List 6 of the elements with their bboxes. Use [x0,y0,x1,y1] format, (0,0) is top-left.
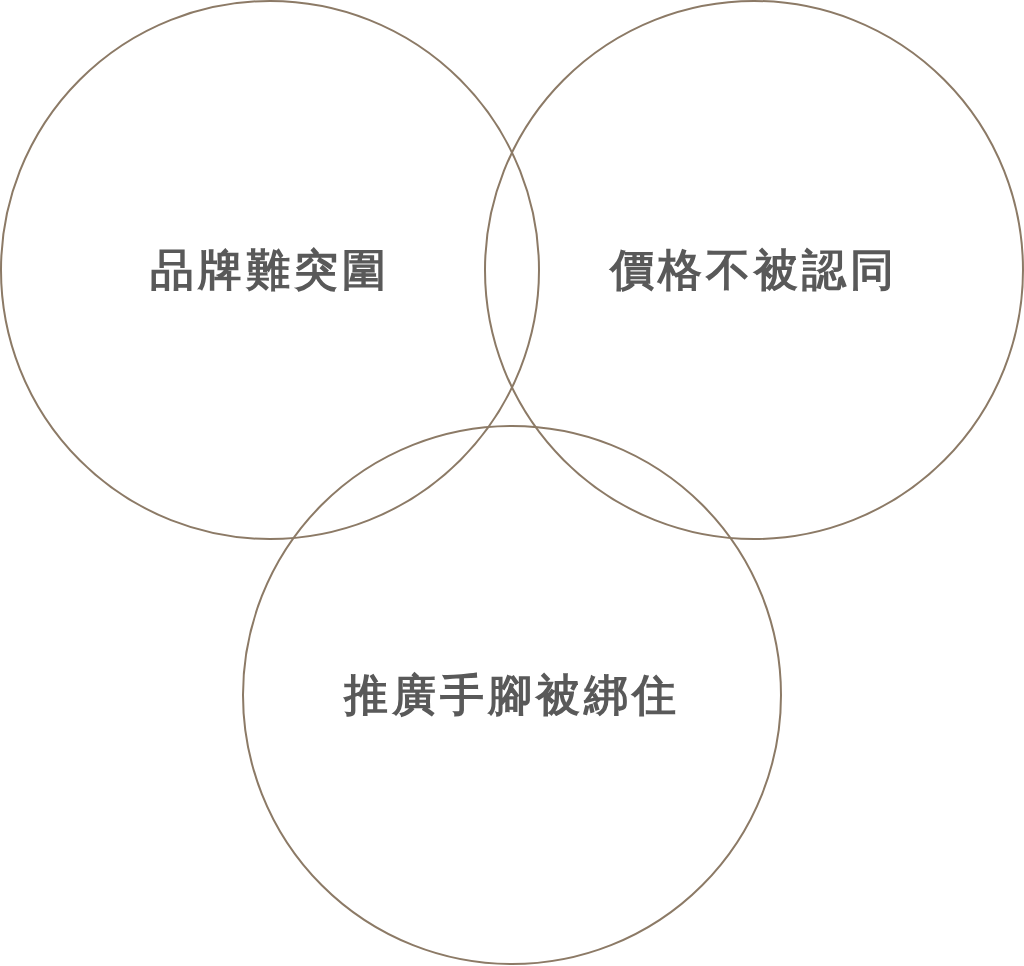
circle-label: 品牌難突圍 [150,242,390,297]
venn-circle [0,0,540,540]
circle-label: 推廣手腳被綁住 [344,667,680,722]
venn-circle [484,0,1024,540]
venn-circle [242,425,782,965]
circle-label: 價格不被認同 [610,242,898,297]
